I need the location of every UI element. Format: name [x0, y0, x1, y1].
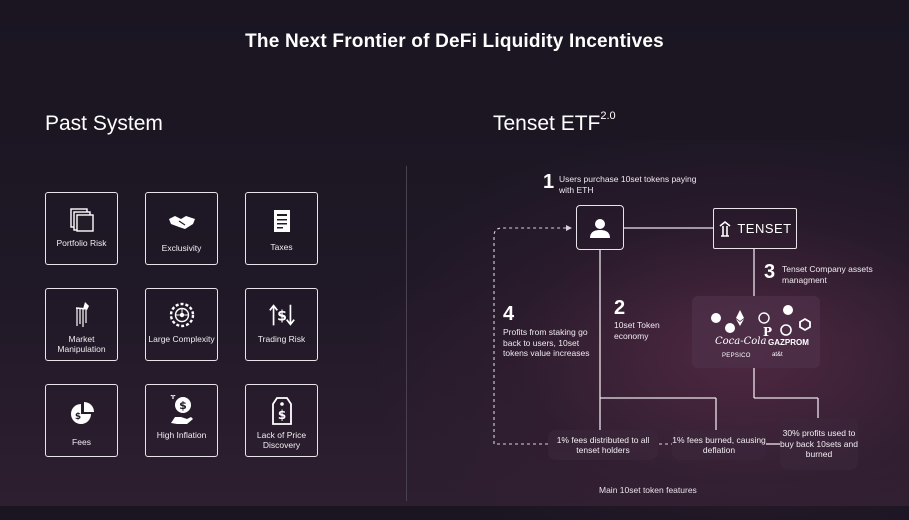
step-4-text: Profits from staking go back to users, 1… [503, 327, 590, 358]
svg-text:$: $ [277, 408, 285, 422]
tile-trading-risk: $ Trading Risk [245, 288, 318, 361]
cardano-icon [725, 323, 735, 333]
gazprom-logo: GAZPROM [768, 338, 809, 347]
tile-label: Lack of Price Discovery [256, 430, 307, 450]
tile-large-complexity: Large Complexity [145, 288, 218, 361]
feature-fees-burned: 1% fees burned, causing deflation [672, 430, 766, 460]
uniswap-icon [780, 324, 792, 336]
svg-text:$: $ [179, 399, 187, 412]
tenset-etf-heading-text: Tenset ETF [493, 112, 601, 135]
chainlink-icon [799, 317, 811, 332]
price-tag-dollar-icon: $ [267, 396, 297, 426]
pie-chart-coin-icon: $ [67, 399, 97, 429]
tile-label: Exclusivity [161, 243, 202, 253]
step-2-text: 10set Token economy [614, 320, 660, 341]
exchange-arrows-dollar-icon: $ [267, 300, 297, 330]
tile-label: Trading Risk [257, 334, 306, 344]
ethereum-icon [736, 310, 744, 321]
tile-label: Fees [72, 437, 91, 447]
section-divider [406, 166, 407, 501]
step-4-number: 4 [503, 303, 515, 325]
polkadot-icon [758, 312, 770, 324]
paypal-icon: P [763, 325, 772, 339]
gear-network-icon [167, 300, 197, 330]
asset-logos: P [711, 305, 811, 339]
user-icon [590, 218, 610, 238]
tile-portfolio-risk: Portfolio Risk [45, 192, 118, 265]
step-1-number: 1 [543, 171, 555, 193]
step-1-text: Users purchase 10set tokens paying with … [559, 174, 697, 195]
tile-label: High Inflation [156, 430, 207, 440]
flow-connectors [493, 225, 819, 445]
tenset-logo-icon [719, 220, 731, 237]
tile-label: Market Manipulation [57, 334, 106, 354]
page-title: The Next Frontier of DeFi Liquidity Ince… [245, 31, 664, 52]
tile-label: Portfolio Risk [56, 238, 107, 248]
handshake-icon [167, 207, 197, 237]
asset-logos-panel: P Coca-Cola PEPSICO GAZPROM at&t [692, 296, 820, 368]
puppet-hand-icon [67, 300, 97, 330]
polygon-icon [783, 305, 793, 315]
tenset-etf-heading: Tenset ETF2.0 [493, 110, 616, 136]
bitcoin-icon [711, 313, 721, 323]
step-2-number: 2 [614, 297, 626, 319]
user-node [576, 205, 624, 250]
tenset-logo-node: TENSET [713, 208, 797, 249]
tile-exclusivity: Exclusivity [145, 192, 218, 265]
hand-rising-money-icon: $ [167, 395, 197, 426]
tile-fees: $ Fees [45, 384, 118, 457]
step-3-number: 3 [764, 261, 776, 283]
svg-text:$: $ [74, 412, 80, 422]
tenset-logo-text: TENSET [737, 221, 792, 236]
feature-fees-distributed: 1% fees distributed to all tenset holder… [548, 430, 658, 460]
tile-taxes: Taxes [245, 192, 318, 265]
tile-high-inflation: $ High Inflation [145, 384, 218, 457]
features-caption: Main 10set token features [599, 485, 697, 495]
tenset-etf-version: 2.0 [600, 110, 616, 122]
tile-market-manipulation: Market Manipulation [45, 288, 118, 361]
past-system-heading: Past System [45, 112, 163, 135]
cocacola-logo: Coca-Cola [715, 336, 767, 347]
tile-label: Large Complexity [148, 334, 215, 344]
tax-document-icon [267, 207, 297, 237]
tile-label: Taxes [270, 242, 293, 252]
tile-lack-of-price-discovery: $ Lack of Price Discovery [245, 384, 318, 457]
svg-text:$: $ [277, 309, 287, 325]
step-3-text: Tenset Company assets managment [782, 264, 873, 285]
att-logo: at&t [772, 352, 783, 358]
folders-icon [67, 204, 97, 234]
pepsico-logo: PEPSICO [722, 353, 751, 359]
feature-profits-buyback: 30% profits used to buy back 10sets and … [780, 418, 858, 470]
